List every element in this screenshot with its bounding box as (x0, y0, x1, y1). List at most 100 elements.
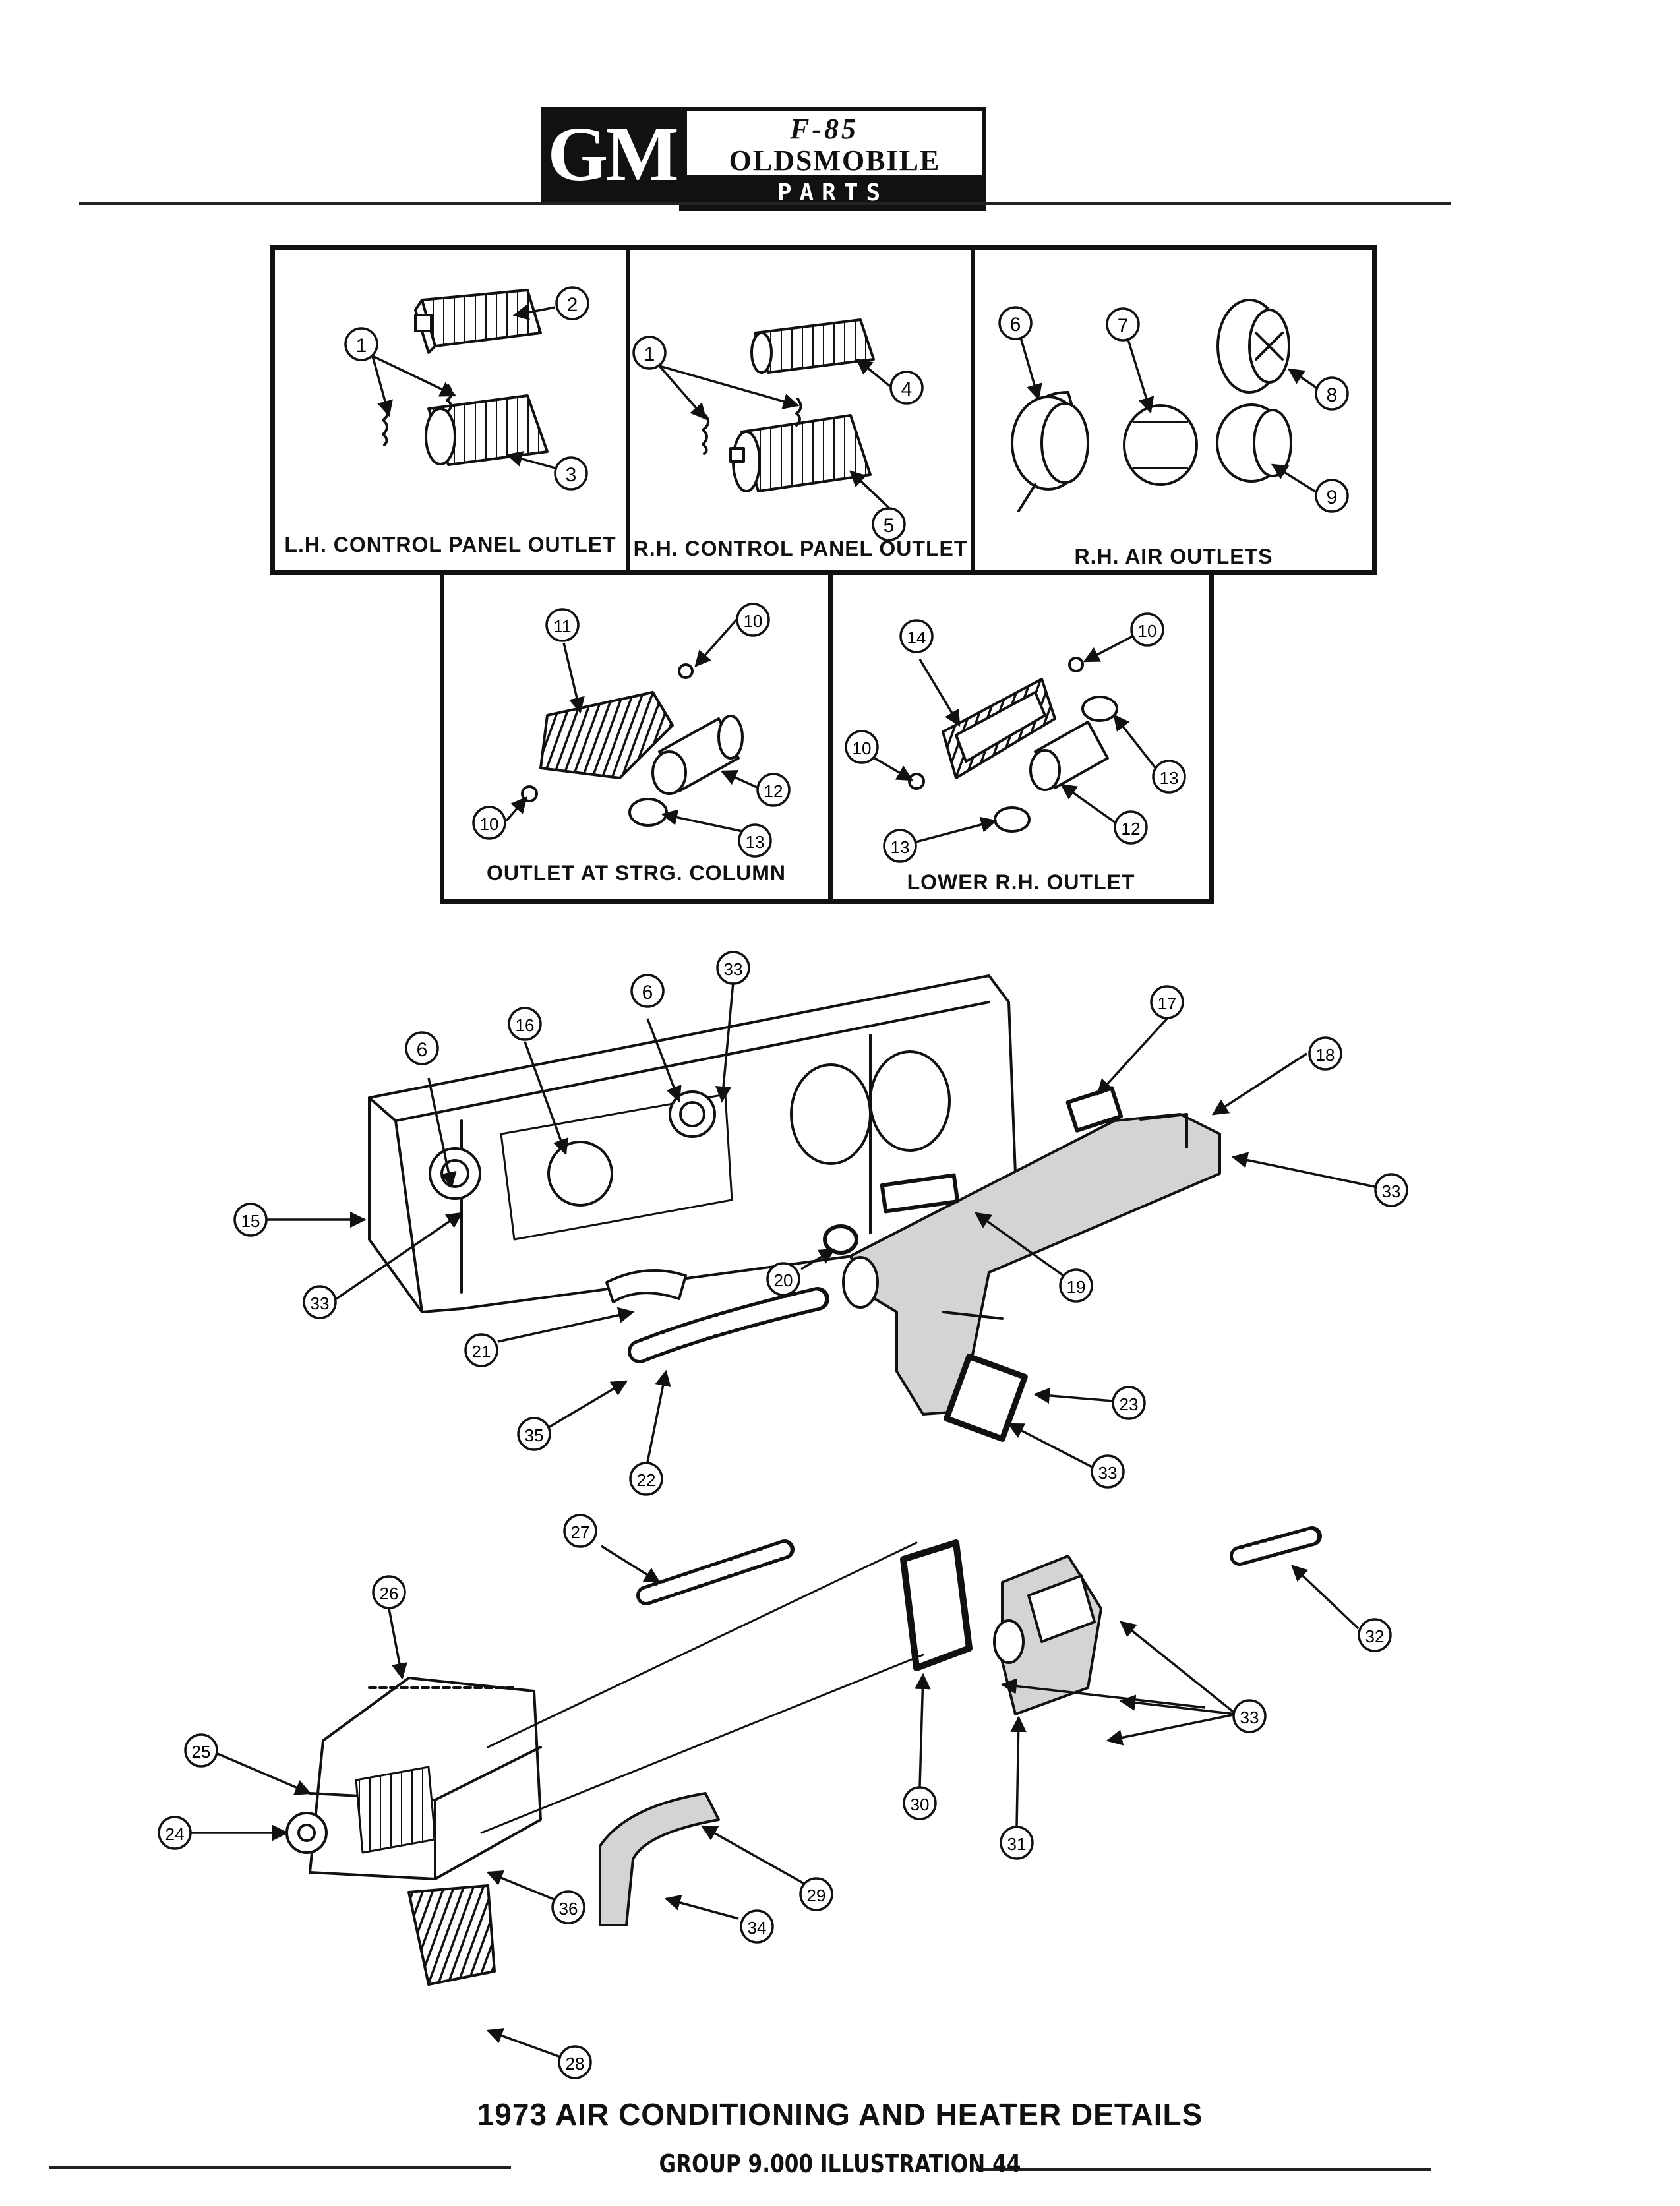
callout-7: 7 (1106, 307, 1140, 342)
callout-6c: 6 (630, 974, 665, 1008)
ring-20 (823, 1224, 858, 1255)
svg-text:5: 5 (884, 515, 895, 537)
svg-text:10: 10 (1138, 621, 1157, 641)
callout-29: 29 (799, 1877, 833, 1911)
callout-28: 28 (558, 2045, 592, 2079)
callout-34: 34 (740, 1909, 774, 1944)
callout-18: 18 (1308, 1036, 1342, 1071)
svg-text:17: 17 (1158, 994, 1177, 1013)
callout-31: 31 (1000, 1826, 1034, 1860)
callout-4: 4 (889, 371, 924, 405)
svg-text:33: 33 (1382, 1181, 1401, 1201)
header-rule (79, 202, 1451, 205)
callout-10b: 10 (472, 806, 506, 840)
svg-text:12: 12 (764, 781, 783, 801)
callout-26: 26 (372, 1575, 406, 1609)
callout-11: 11 (545, 608, 580, 642)
callout-27: 27 (563, 1514, 597, 1548)
callout-13c: 13 (883, 829, 917, 863)
callout-12b: 12 (1114, 810, 1148, 845)
panel-label: R.H. CONTROL PANEL OUTLET (633, 537, 968, 560)
svg-text:35: 35 (525, 1425, 544, 1445)
svg-text:16: 16 (516, 1015, 535, 1035)
callout-17: 17 (1150, 985, 1184, 1019)
leader-lines (191, 304, 1375, 2058)
callout-10a: 10 (736, 603, 770, 637)
svg-text:8: 8 (1327, 384, 1338, 406)
svg-text:10: 10 (480, 814, 499, 834)
callout-33e: 33 (1232, 1699, 1267, 1733)
make-name: OLDSMOBILE (729, 144, 941, 177)
callout-33a: 33 (716, 951, 750, 985)
svg-text:28: 28 (566, 2054, 585, 2073)
svg-text:15: 15 (241, 1211, 260, 1231)
callout-6b: 6 (405, 1031, 439, 1065)
svg-text:1: 1 (644, 343, 655, 365)
svg-text:33: 33 (724, 959, 743, 979)
panel-label: R.H. AIR OUTLETS (1074, 545, 1273, 568)
svg-text:4: 4 (901, 378, 913, 400)
callout-3: 3 (554, 456, 588, 491)
callout-35: 35 (517, 1417, 551, 1451)
callout-30: 30 (903, 1786, 937, 1820)
callout-2: 2 (555, 286, 589, 320)
svg-text:26: 26 (380, 1584, 399, 1603)
svg-text:27: 27 (571, 1522, 590, 1542)
svg-text:33: 33 (1098, 1463, 1118, 1483)
callouts: 1 2 3 1 4 5 6 7 8 9 11 10 12 10 13 14 10… (158, 286, 1408, 2079)
svg-text:6: 6 (1010, 314, 1021, 336)
svg-text:19: 19 (1067, 1277, 1086, 1297)
svg-text:33: 33 (1240, 1708, 1259, 1727)
panel-label: OUTLET AT STRG. COLUMN (487, 861, 786, 885)
svg-text:13: 13 (746, 832, 765, 852)
callout-13b: 13 (1152, 760, 1186, 794)
catalogue-title: PARTS CATALOGUE (679, 175, 986, 242)
duct-21 (605, 1269, 687, 1303)
footer-rule-right (976, 2168, 1431, 2171)
gasket-23 (944, 1354, 1028, 1442)
callout-33b: 33 (1374, 1173, 1408, 1207)
svg-text:1: 1 (356, 335, 367, 357)
lh-control-outlet-part (382, 289, 549, 466)
group-reference: GROUP 9.000 ILLUSTRATION 44 (659, 2149, 1021, 2178)
gasket-19 (880, 1173, 960, 1214)
callout-16: 16 (508, 1007, 542, 1041)
svg-text:7: 7 (1118, 315, 1129, 337)
duct-28 (407, 1884, 496, 1986)
svg-text:10: 10 (853, 738, 872, 758)
callout-12a: 12 (756, 773, 791, 807)
callout-15: 15 (233, 1203, 268, 1237)
svg-text:36: 36 (559, 1899, 578, 1919)
svg-text:3: 3 (566, 464, 577, 486)
svg-text:25: 25 (192, 1742, 211, 1762)
gasket-30 (900, 1539, 973, 1671)
svg-text:21: 21 (472, 1342, 491, 1361)
callout-8: 8 (1315, 376, 1349, 411)
callout-33d: 33 (1091, 1454, 1125, 1489)
svg-text:31: 31 (1007, 1834, 1027, 1854)
svg-text:12: 12 (1122, 819, 1141, 839)
gm-logo: GM (541, 107, 683, 202)
lower-rh-outlet-parts (908, 657, 1118, 833)
callout-36: 36 (551, 1890, 585, 1924)
callout-22: 22 (629, 1462, 663, 1496)
callout-23: 23 (1112, 1386, 1146, 1420)
illustration-title: 1973 AIR CONDITIONING AND HEATER DETAILS (477, 2097, 1203, 2131)
svg-text:20: 20 (774, 1270, 793, 1290)
svg-text:30: 30 (911, 1795, 930, 1814)
svg-text:6: 6 (417, 1039, 428, 1061)
footer-rule-left (49, 2166, 511, 2169)
callout-20: 20 (766, 1262, 800, 1296)
svg-text:32: 32 (1365, 1626, 1385, 1646)
rh-air-outlets-parts (1011, 299, 1292, 512)
heater-case-26 (285, 1677, 542, 1880)
svg-text:23: 23 (1120, 1394, 1139, 1414)
svg-text:13: 13 (891, 837, 910, 857)
gm-logo-text: GM (547, 111, 678, 197)
svg-text:18: 18 (1316, 1045, 1335, 1065)
callout-24: 24 (158, 1816, 192, 1850)
callout-33c: 33 (303, 1285, 337, 1319)
svg-text:11: 11 (554, 616, 572, 636)
rh-control-outlet-part (702, 318, 875, 492)
